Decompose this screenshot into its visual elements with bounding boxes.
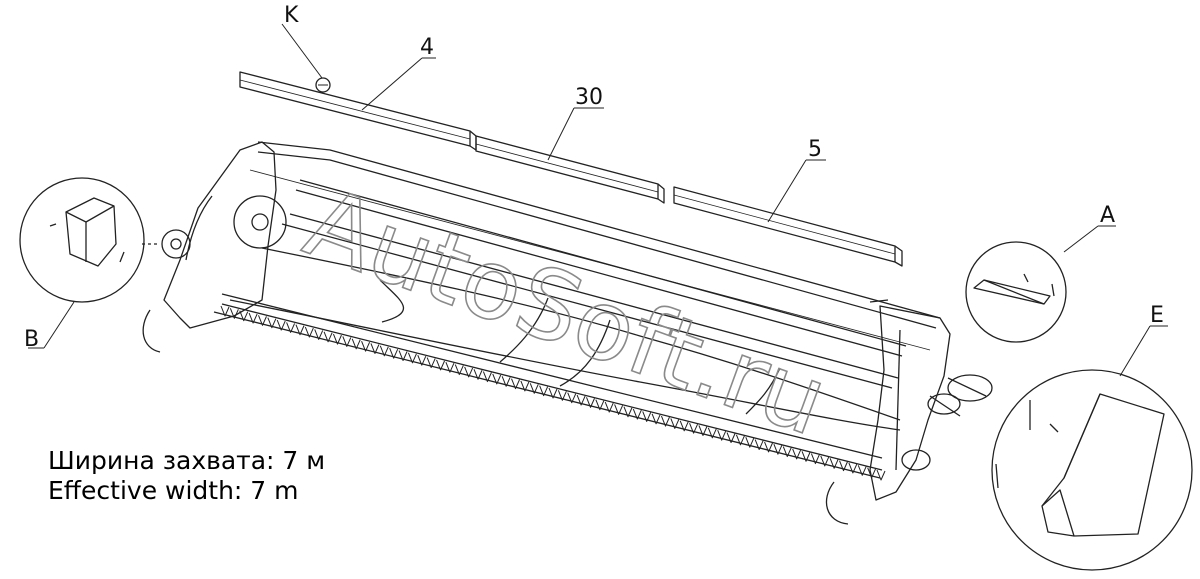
cutter-tooth (660, 415, 670, 427)
cutter-tooth (726, 432, 736, 444)
cutter-tooth (557, 390, 567, 401)
cutter-tooth (792, 448, 802, 460)
cutter-tooth (389, 347, 399, 359)
cutter-tooth (539, 385, 549, 397)
cutter-tooth (417, 355, 427, 366)
cutter-tooth (764, 441, 773, 453)
cutter-tooth (323, 331, 333, 343)
callout-e: E (1150, 303, 1164, 328)
cutter-tooth (707, 427, 717, 439)
cutter-tooth (801, 451, 811, 462)
cutter-tooth (295, 324, 305, 336)
cutter-tooth (398, 350, 408, 362)
cutter-tooth (810, 453, 820, 465)
cutter-tooth (623, 406, 633, 418)
cutter-tooth (407, 352, 417, 364)
cutter-tooth (614, 404, 624, 415)
callout-a: A (1100, 203, 1115, 228)
cutter-tooth (829, 458, 839, 469)
cutter-tooth (239, 310, 249, 322)
cutter-tooth (586, 397, 595, 408)
cutter-tooth (717, 429, 727, 441)
cutter-tooth (595, 399, 605, 411)
cutter-tooth (379, 345, 389, 357)
detail-b (19, 177, 160, 303)
cutter-tooth (258, 315, 267, 326)
cutter-tooth (276, 319, 286, 331)
cutter-tooth (351, 338, 361, 350)
cutter-tooth (773, 444, 783, 455)
cutter-tooth (454, 364, 464, 376)
cutter-tooth (576, 394, 586, 406)
cutter-tooth (464, 366, 474, 378)
cutter-tooth (361, 340, 371, 352)
cutter-tooth (501, 376, 511, 387)
detail-a (965, 241, 1067, 343)
cutter-tooth (820, 455, 830, 467)
cutter-tooth (370, 343, 380, 354)
callout-30: 30 (575, 85, 603, 110)
caption-english: Effective width: 7 m (48, 476, 299, 505)
cutter-tooth (511, 378, 520, 390)
callout-4: 4 (420, 35, 434, 60)
cutter-tooth (426, 357, 436, 369)
cutter-tooth (735, 434, 745, 446)
cutter-tooth (745, 437, 755, 448)
cutter-tooth (332, 333, 342, 345)
cutter-tooth (445, 362, 455, 373)
cutter-tooth (473, 369, 483, 380)
cutter-tooth (286, 322, 296, 333)
cutter-tooth (248, 312, 258, 324)
cutter-tooth (229, 308, 239, 319)
panel-4 (239, 71, 477, 151)
header-body (142, 141, 993, 525)
cutter-tooth (689, 422, 699, 434)
cutter-tooth (548, 387, 558, 399)
cutter-tooth (679, 420, 689, 432)
cutter-tooth (492, 373, 502, 385)
cutter-tooth (304, 326, 314, 338)
cutter-tooth (651, 413, 661, 425)
cutter-tooth (698, 425, 708, 436)
cutter-tooth (867, 467, 877, 479)
cutter-tooth (520, 380, 530, 392)
cutter-tooth (314, 329, 324, 340)
cutter-tooth (267, 317, 277, 329)
cutter-tooth (482, 371, 492, 383)
caption-russian: Ширина захвата: 7 м (48, 446, 326, 475)
cutter-tooth (642, 411, 652, 422)
cutter-tooth (604, 401, 614, 413)
callout-b: B (24, 327, 39, 352)
cutter-tooth (670, 418, 680, 429)
cutter-tooth (436, 359, 445, 371)
detail-e (991, 369, 1193, 571)
cutter-tooth (857, 465, 867, 476)
cutter-tooth (754, 439, 764, 451)
callout-5: 5 (808, 137, 822, 162)
cutter-tooth (342, 336, 352, 347)
cutter-tooth (876, 469, 886, 481)
panel-5 (673, 186, 903, 267)
cutter-tooth (839, 460, 848, 472)
cutter-tooth (220, 305, 230, 317)
cutter-tooth (529, 383, 539, 394)
cutter-tooth (567, 392, 577, 404)
callout-k: K (284, 3, 299, 28)
detail-k-marker (315, 77, 331, 93)
cutter-tooth (632, 408, 642, 420)
leader-lines (28, 23, 1168, 377)
panel-30 (475, 135, 665, 204)
cutter-tooth (782, 446, 792, 458)
cutter-tooth (848, 462, 858, 474)
